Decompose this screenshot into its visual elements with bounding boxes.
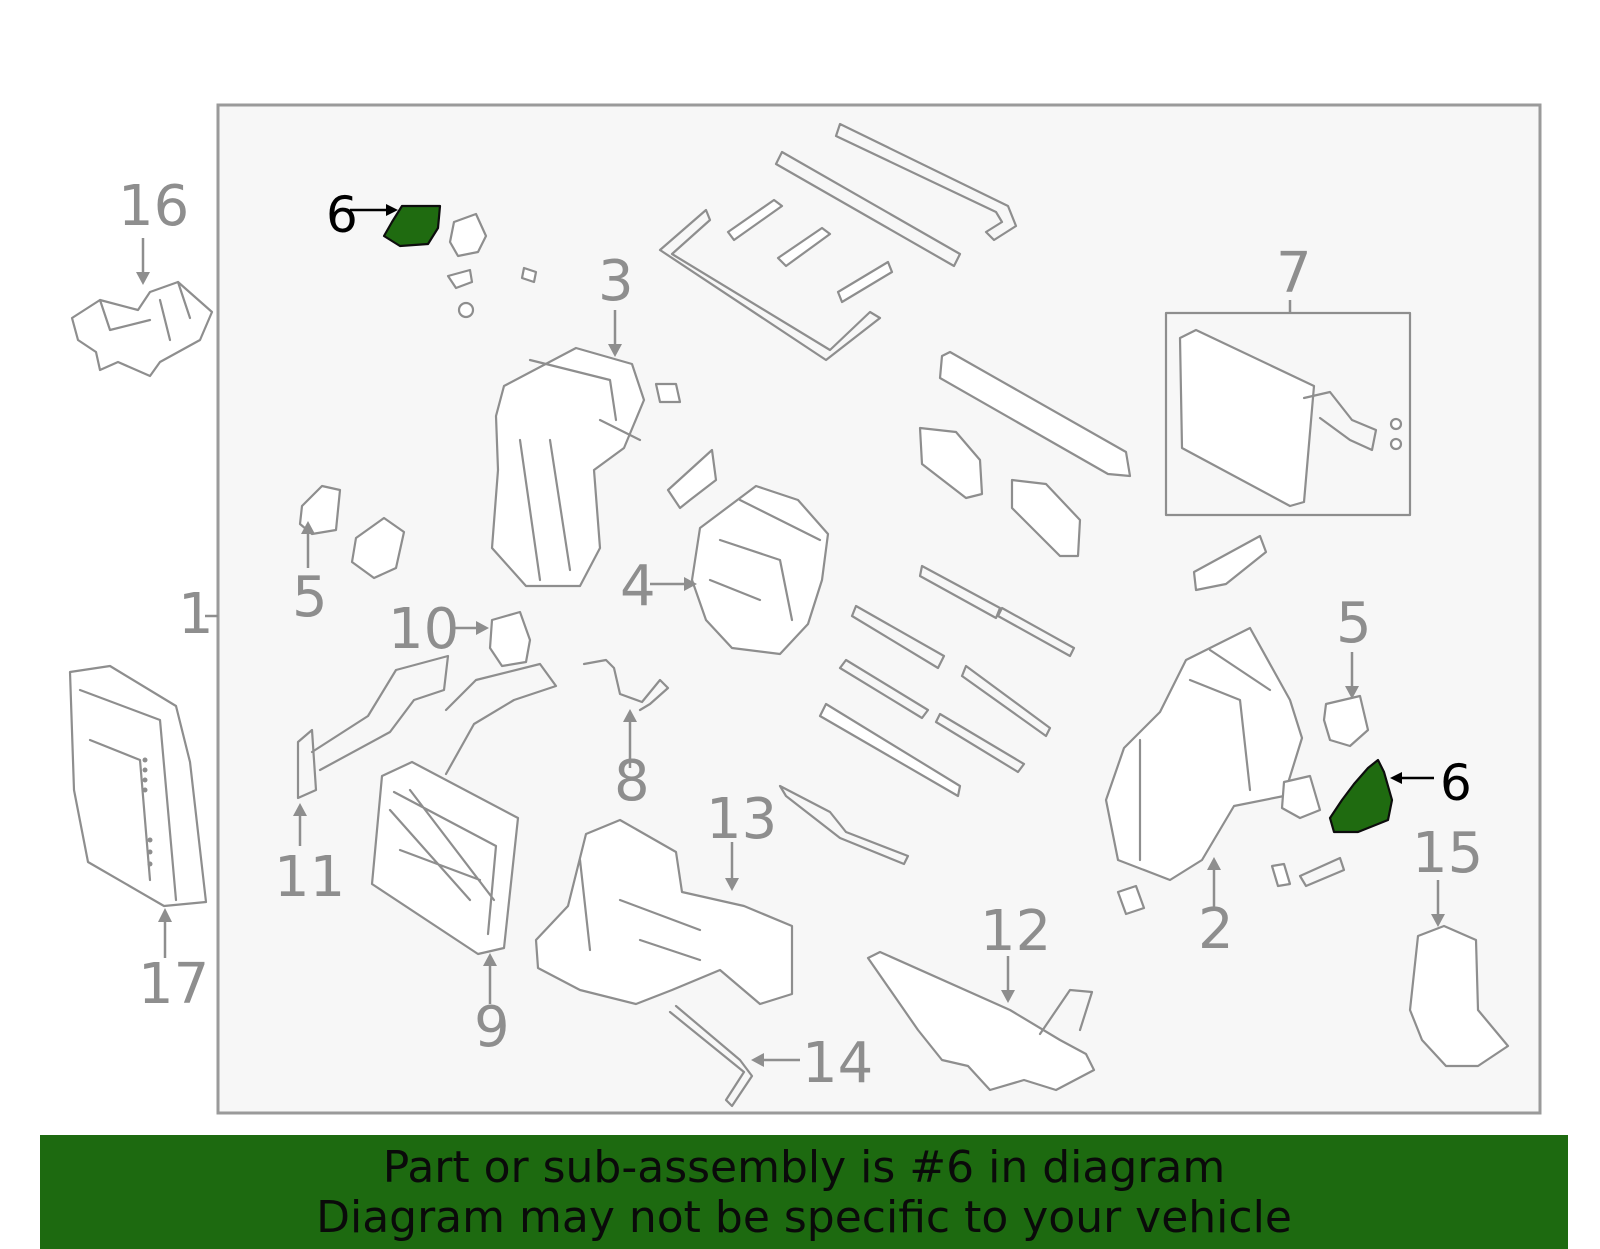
seal-strips-middle xyxy=(778,350,1132,866)
part-5-right xyxy=(1322,694,1370,748)
part-17 xyxy=(68,664,208,908)
part-12 xyxy=(866,950,1096,1092)
part-9 xyxy=(370,662,558,956)
part-7-box xyxy=(1164,311,1412,517)
part-6-upper xyxy=(382,204,442,248)
callout-16: 16 xyxy=(118,174,189,239)
part-3 xyxy=(490,346,646,588)
part-8 xyxy=(582,658,670,712)
part-5-left xyxy=(298,484,406,580)
callout-8: 8 xyxy=(614,749,650,814)
part-13 xyxy=(534,818,794,1006)
callout-11: 11 xyxy=(274,845,345,910)
callout-17: 17 xyxy=(138,952,209,1017)
callout-13: 13 xyxy=(706,787,777,852)
callout-6-upper: 6 xyxy=(326,186,358,244)
callout-7: 7 xyxy=(1276,241,1312,306)
callout-4: 4 xyxy=(620,554,656,619)
part-7 xyxy=(1178,328,1403,508)
callout-2: 2 xyxy=(1198,897,1234,962)
banner-line-1: Part or sub-assembly is #6 in diagram xyxy=(382,1142,1226,1193)
callout-15: 15 xyxy=(1412,821,1483,886)
info-banner: Part or sub-assembly is #6 in diagram Di… xyxy=(40,1135,1568,1249)
banner-line-2: Diagram may not be specific to your vehi… xyxy=(316,1192,1292,1243)
callout-5-left: 5 xyxy=(292,565,328,630)
part-16 xyxy=(70,280,214,378)
callout-5-right: 5 xyxy=(1336,591,1372,656)
part-10 xyxy=(488,610,532,668)
part-15 xyxy=(1408,924,1510,1068)
small-parts-right xyxy=(1270,774,1346,888)
part-4 xyxy=(690,484,830,656)
callout-3: 3 xyxy=(598,249,634,314)
part-6-lower xyxy=(1328,758,1394,834)
callout-9: 9 xyxy=(474,995,510,1060)
callout-12: 12 xyxy=(980,899,1051,964)
callout-10: 10 xyxy=(388,597,459,662)
part-2 xyxy=(1104,534,1304,916)
small-parts-top xyxy=(446,212,538,319)
part-14 xyxy=(668,1004,754,1108)
part-11 xyxy=(296,654,450,800)
callout-14: 14 xyxy=(802,1031,873,1096)
seal-parts-top xyxy=(658,122,1018,362)
callout-1: 1 xyxy=(178,582,214,647)
callout-6-lower: 6 xyxy=(1440,754,1472,812)
